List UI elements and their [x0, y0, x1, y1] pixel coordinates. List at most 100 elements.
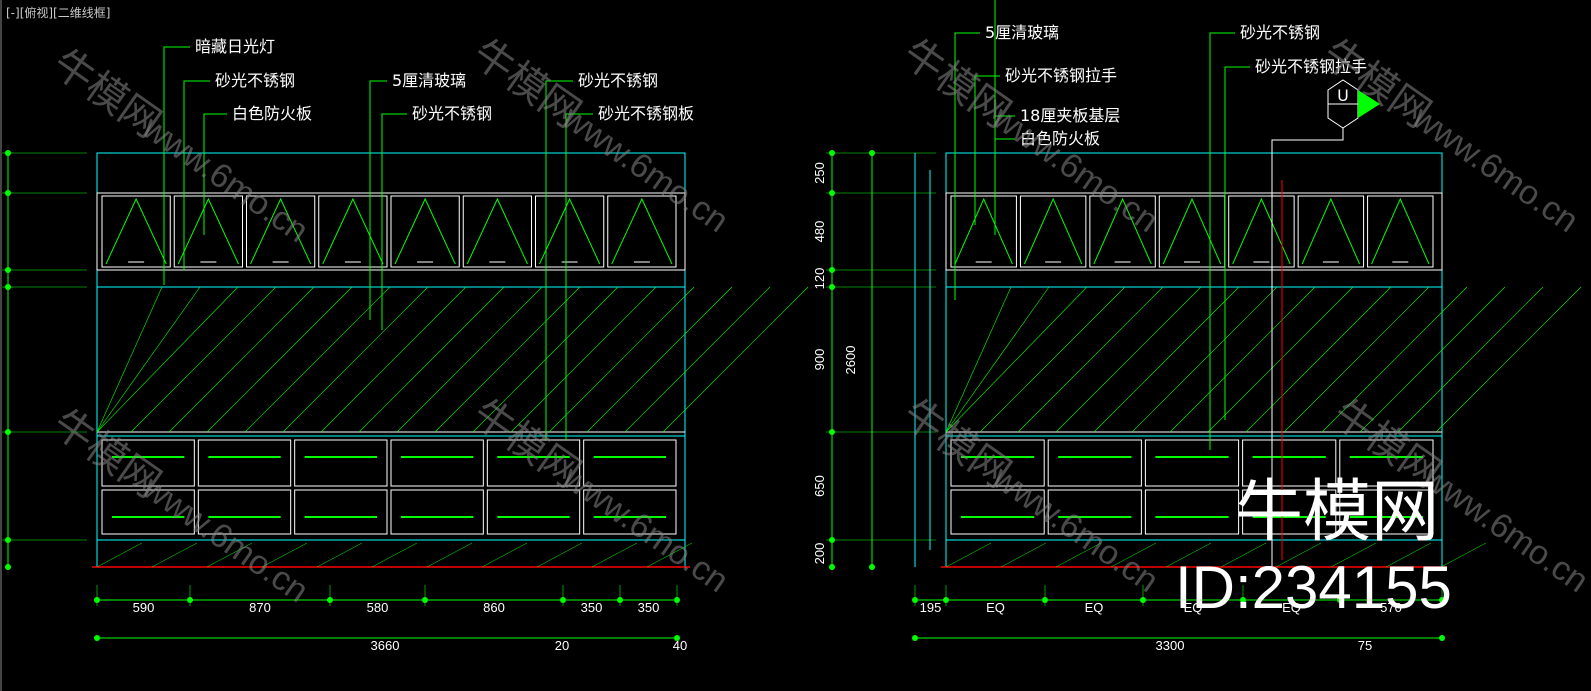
callout-leader [381, 113, 407, 330]
drawer-front [1144, 489, 1240, 535]
plinth-hatch [261, 542, 308, 568]
plinth-hatch [591, 542, 638, 568]
vertical-dim-label: 250 [812, 162, 827, 184]
glass-hatch [466, 197, 528, 265]
vertical-dim-label: 480 [0, 221, 3, 243]
glass-hatch-line [1093, 286, 1240, 433]
horizontal-dim-label: 195 [920, 600, 942, 615]
glass-hatch [611, 197, 673, 265]
section-arrow-icon [1358, 90, 1380, 118]
watermark-url: www.6mo.cn [135, 108, 315, 250]
drawer-front [950, 489, 1045, 535]
vertical-dim-label: 650 [812, 475, 827, 497]
callout-leader [954, 32, 980, 300]
viewport-controls-label[interactable]: [-][俯视][二维线框] [6, 6, 111, 20]
watermark-url: www.6mo.cn [135, 468, 315, 610]
drawer-front [101, 489, 195, 535]
glass-hatch-line [1017, 286, 1164, 433]
glass-hatch [1023, 197, 1083, 265]
drawer-front [1339, 489, 1434, 535]
total-dim-label: 75 [1358, 638, 1372, 653]
glass-hatch [1301, 197, 1361, 265]
vertical-dim-label: 480 [812, 221, 827, 243]
plinth-hatch [371, 542, 418, 568]
callout-label: 白色防火板 [1020, 129, 1100, 148]
drawer-front [1339, 439, 1434, 487]
drawer-front [294, 489, 388, 535]
plinth-hatch [1440, 542, 1487, 568]
glass-hatch-line [979, 286, 1126, 433]
section-symbol-label: U [1337, 86, 1349, 105]
vertical-dim-label: 200 [812, 543, 827, 565]
glass-hatch [1093, 197, 1152, 265]
callout-leader [994, 0, 1015, 140]
dim-tick [5, 564, 11, 570]
drawer-front [583, 489, 677, 535]
overall-height-label: 2600 [843, 346, 858, 375]
callout-label: 砂光不锈钢 [578, 71, 658, 90]
glass-hatch [539, 197, 601, 265]
glass-hatch-line [358, 286, 505, 433]
callout-label: 5厘清玻璃 [985, 23, 1059, 42]
section-leader [1271, 128, 1344, 567]
callout-label: 砂光不锈钢板 [598, 104, 694, 123]
horizontal-dim-label: 350 [581, 600, 603, 615]
glass-hatch-line [320, 286, 467, 433]
plinth-hatch [1330, 542, 1377, 568]
drawer-front [583, 439, 677, 487]
upper-door [1089, 195, 1156, 268]
upper-door [390, 195, 460, 268]
callout-label: 5厘清玻璃 [392, 71, 466, 90]
upper-door [173, 195, 243, 268]
glass-hatch [1232, 197, 1291, 265]
upper-door [1158, 195, 1226, 268]
callout-leader [545, 80, 573, 440]
glass-hatch-line [434, 286, 581, 433]
glass-hatch-line [1283, 286, 1430, 433]
drawer-front [294, 439, 388, 487]
drawer-front [486, 489, 581, 535]
glass-hatch-line [1397, 286, 1544, 433]
glass-hatch-line [510, 286, 657, 433]
watermark-url: www.6mo.cn [555, 458, 735, 600]
callout-leader [369, 80, 387, 320]
glass-hatch-line [662, 286, 809, 433]
glass-hatch [177, 197, 239, 265]
dim-tick [829, 564, 835, 570]
glass-hatch-line [396, 286, 543, 433]
glass-hatch-line [1245, 286, 1392, 433]
glass-hatch-line [1131, 286, 1278, 433]
callout-leader [183, 80, 210, 270]
plinth-hatch [1385, 542, 1432, 568]
callout-label: 砂光不锈钢拉手 [1255, 57, 1367, 76]
glass-hatch-line [206, 286, 353, 433]
vertical-dim-label: 900 [0, 349, 3, 371]
glass-hatch-line [624, 286, 771, 433]
callout-label: 砂光不锈钢 [412, 104, 492, 123]
glass-hatch-line [586, 286, 733, 433]
glass-hatch-line [96, 286, 201, 433]
glass-hatch-line [168, 286, 315, 433]
watermark-url: www.6mo.cn [1405, 98, 1585, 240]
upper-door [535, 195, 605, 268]
plinth-hatch [1165, 542, 1212, 568]
drawer-front [197, 489, 292, 535]
upper-door [607, 195, 677, 268]
plinth-hatch [426, 542, 473, 568]
glass-hatch [105, 197, 167, 265]
dim-tick [912, 635, 918, 641]
horizontal-dim-label: 590 [133, 600, 155, 615]
callout-leader [974, 75, 1000, 225]
callout-leader [1209, 32, 1235, 450]
horizontal-dim-label: 350 [638, 600, 660, 615]
vertical-dim-label: 250 [0, 162, 3, 184]
plinth-hatch [316, 542, 363, 568]
callout-leader [565, 113, 593, 440]
upper-cabinets [945, 192, 1443, 271]
upper-door [318, 195, 388, 268]
plinth-hatch [945, 542, 992, 568]
